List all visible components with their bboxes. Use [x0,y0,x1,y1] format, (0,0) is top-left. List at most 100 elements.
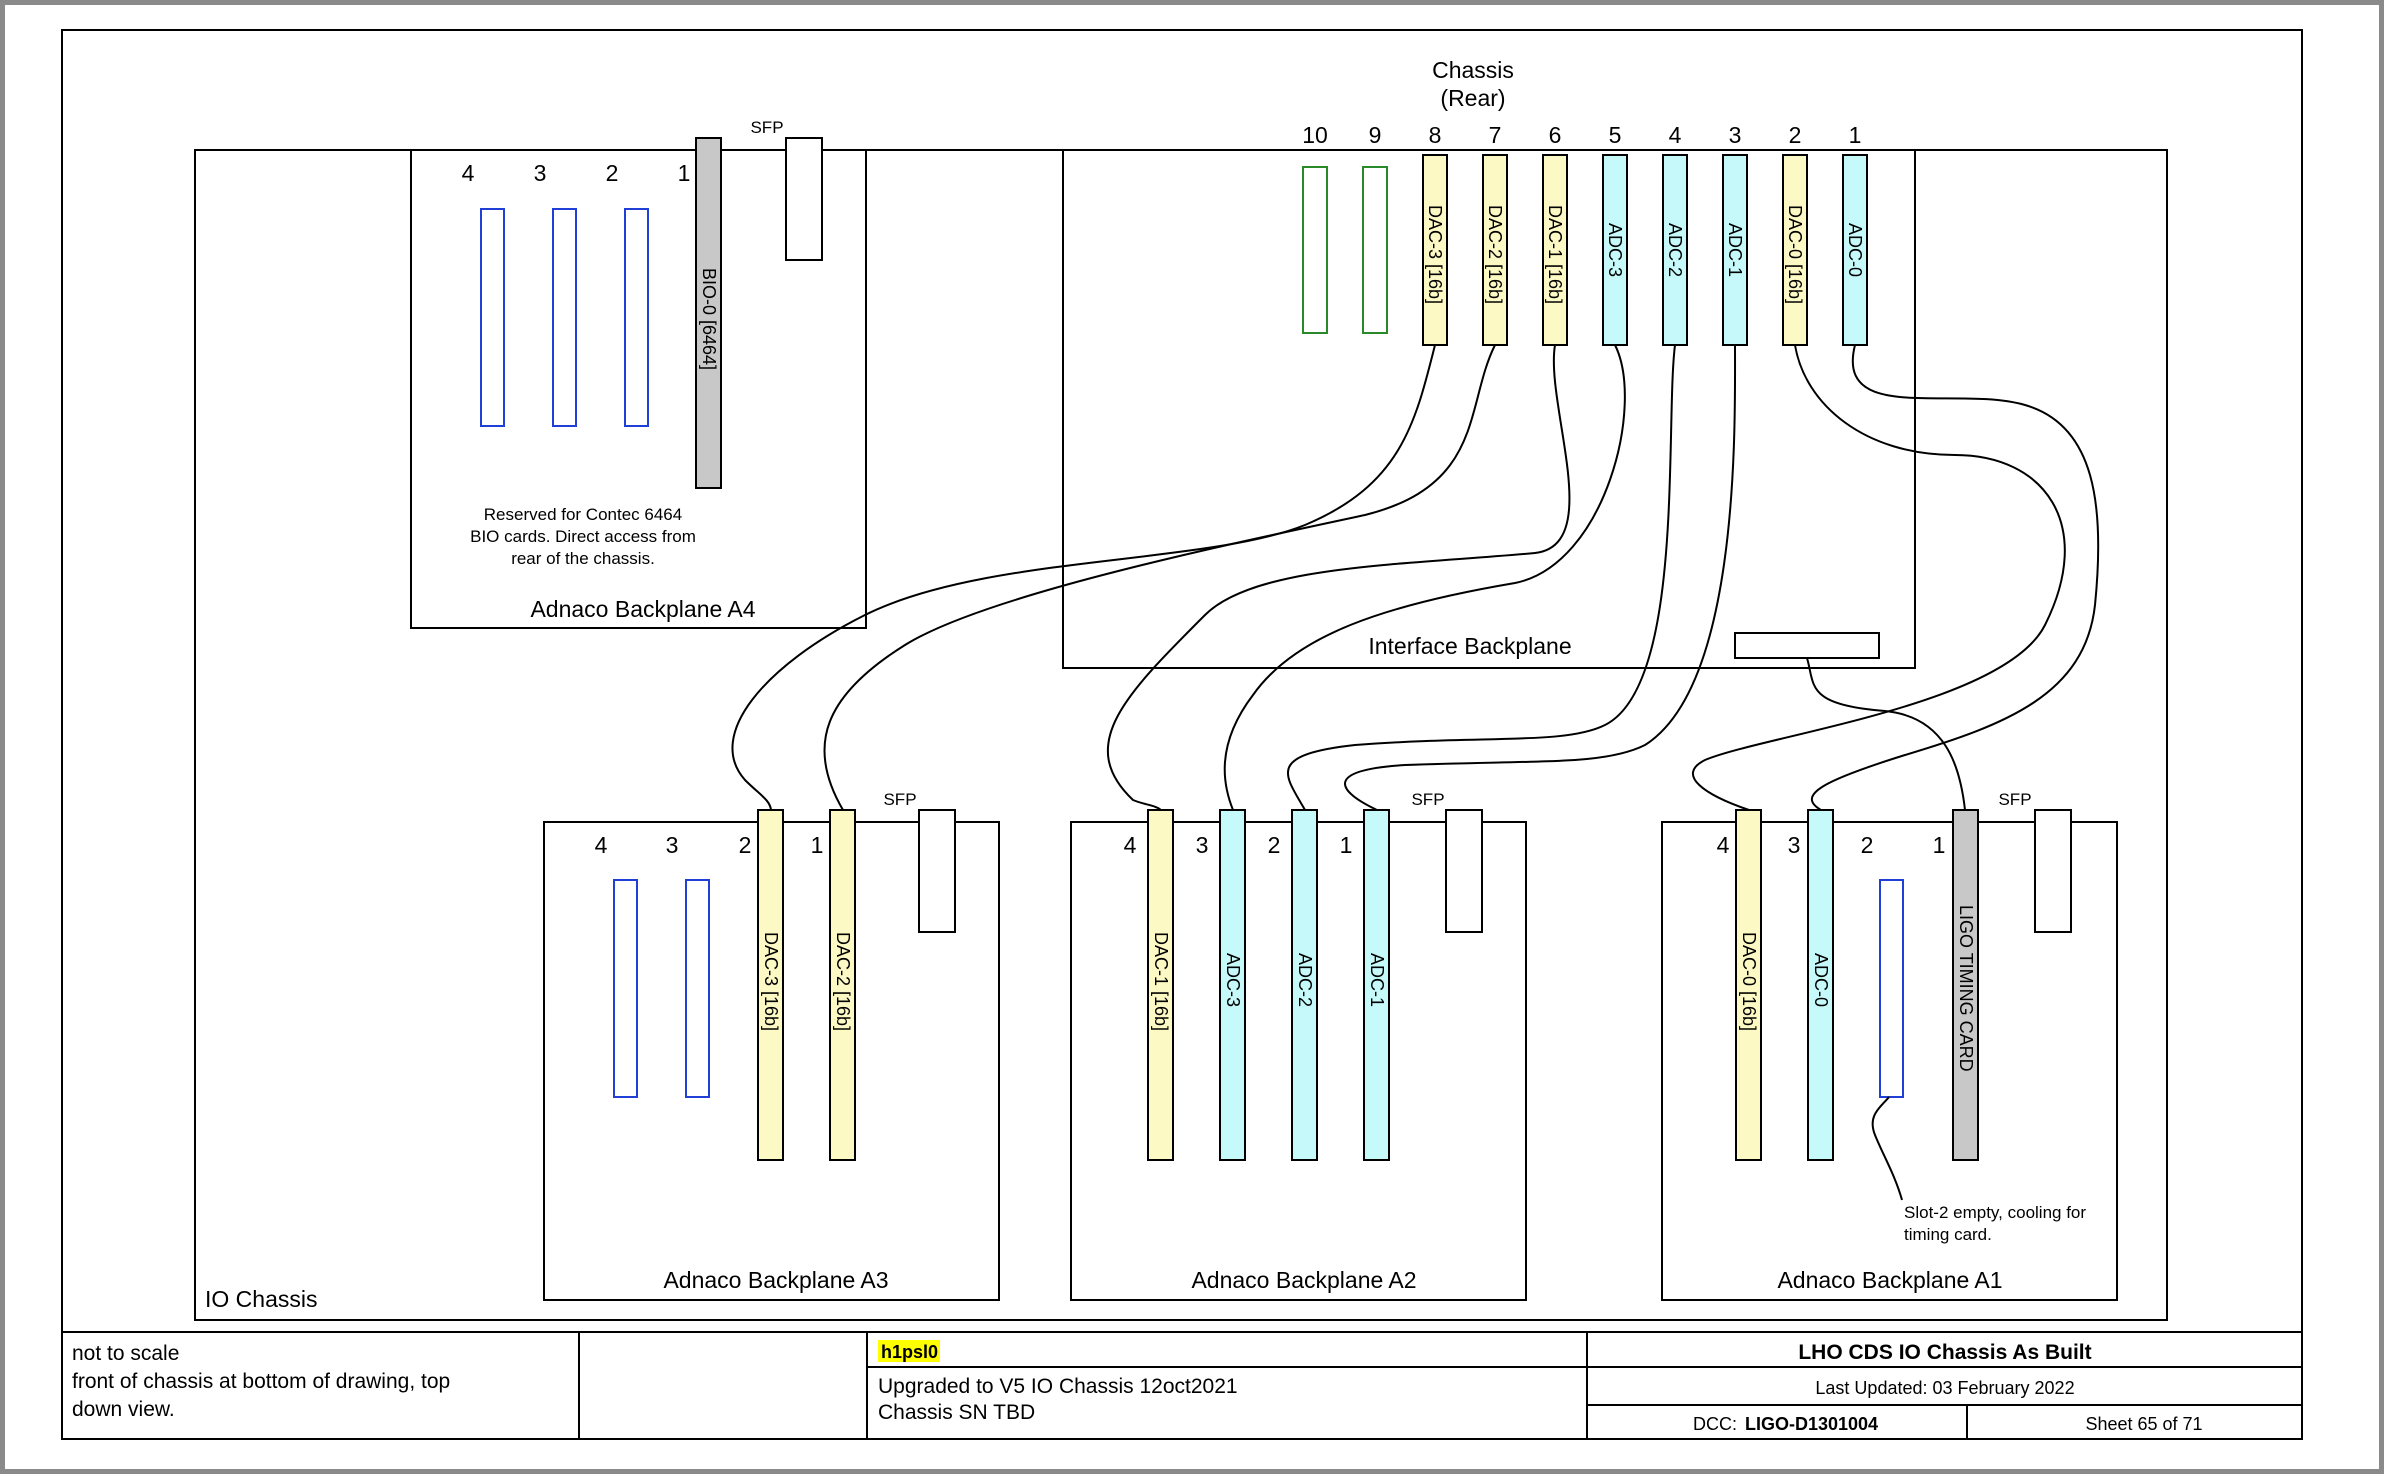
slot-number: 1 [1340,832,1353,858]
slot-number: 4 [1669,122,1682,148]
dac-card [1482,154,1508,346]
slot-number: 3 [534,160,547,186]
slot-number: 5 [1609,122,1622,148]
card-label: ADC-3 [1223,953,1243,1007]
card-label: ADC-2 [1295,953,1315,1007]
slot-number: 2 [606,160,619,186]
a1-note: Slot-2 empty, cooling for [1904,1203,2086,1222]
drawing-title: LHO CDS IO Chassis As Built [1798,1341,2091,1364]
adnaco-backplane-a4: 4 3 2 1 BIO-0 [6464] SFP Reserved for Co… [410,118,867,629]
empty-slot [1362,166,1388,334]
cable-adc1 [1344,344,1737,811]
last-updated: Last Updated: 03 February 2022 [1815,1378,2074,1398]
slot-number: 7 [1489,122,1502,148]
sfp-label: SFP [1411,790,1444,809]
slot-number: 3 [1729,122,1742,148]
sfp-port [1445,809,1483,933]
adnaco-backplane-a2: 4 3 2 1 DAC-1 [16b] ADC-3 ADC-2 ADC-1 SF… [1070,790,1527,1301]
cable-dac3 [731,344,1436,811]
adc-card [1363,809,1390,1161]
scale-note: not to scale [72,1342,179,1365]
a4-note: rear of the chassis. [511,549,655,568]
slot-number: 4 [1124,832,1137,858]
sfp-port [785,137,823,261]
card-label: ADC-0 [1845,223,1865,277]
a1-note: timing card. [1904,1225,1992,1244]
slot-number: 1 [811,832,824,858]
card-label: ADC-3 [1605,223,1625,277]
host-name: h1psl0 [881,1342,938,1362]
dac-card [1542,154,1568,346]
chassis-diagram: Chassis (Rear) IO Chassis 4 3 2 1 BIO-0 … [61,29,2303,1440]
backplane-label: Interface Backplane [1368,633,1571,659]
card-label: DAC-2 [16b] [1485,205,1505,304]
host-highlight [878,1340,940,1362]
slot-number: 1 [678,160,691,186]
serial-note: Chassis SN TBD [878,1401,1035,1424]
slot-number: 4 [595,832,608,858]
dac-card [1422,154,1448,346]
adc-card [1291,809,1318,1161]
dcc-number: LIGO-D1301004 [1745,1414,1878,1434]
slot-number: 2 [1789,122,1802,148]
cable-adc2 [1287,344,1676,811]
title-block: not to scale front of chassis at bottom … [72,1332,2302,1439]
sfp-label: SFP [883,790,916,809]
empty-slot [624,208,649,427]
timing-connector [1734,632,1880,659]
slot-number: 1 [1933,832,1946,858]
bio-card [695,137,722,489]
callout-line [1871,1096,1903,1201]
slot-number: 3 [1196,832,1209,858]
card-label: DAC-1 [16b] [1151,932,1171,1031]
empty-slot [480,208,505,427]
cable-adc3 [1223,344,1626,811]
slot-number: 6 [1549,122,1562,148]
sfp-port [918,809,956,933]
empty-slot [1302,166,1328,334]
sheet-number: Sheet 65 of 71 [2085,1414,2202,1434]
card-label: LIGO TIMING CARD [1956,905,1976,1072]
slot-number: 3 [666,832,679,858]
interface-backplane: 10 9 8 7 6 5 4 3 2 1 DAC-3 [16b] DAC-2 [… [1062,122,1916,669]
empty-slot [613,879,638,1098]
slot-number: 2 [1268,832,1281,858]
slot-number: 3 [1788,832,1801,858]
slot-number: 10 [1302,122,1328,148]
backplane-label: Adnaco Backplane A1 [1777,1267,2002,1293]
cable-dac1 [1106,344,1571,811]
adnaco-backplane-a3: 4 3 2 1 DAC-3 [16b] DAC-2 [16b] SFP Adna… [543,790,1000,1301]
dac-card [1147,809,1174,1161]
adc-card [1602,154,1628,346]
sfp-label: SFP [750,118,783,137]
cable-timing [1806,657,1966,811]
card-label: DAC-3 [16b] [761,932,781,1031]
slot-number: 1 [1849,122,1862,148]
adnaco-backplane-a1: 4 3 2 1 DAC-0 [16b] ADC-0 LIGO TIMING CA… [1661,790,2118,1301]
io-chassis-label: IO Chassis [205,1286,317,1312]
view-note: down view. [72,1398,175,1421]
card-label: DAC-2 [16b] [833,932,853,1031]
chassis-rear-title: Chassis [1432,57,1514,83]
cables [731,344,2100,811]
a4-note: Reserved for Contec 6464 [484,505,682,524]
dcc-label: DCC: [1693,1414,1737,1434]
card-label: DAC-1 [16b] [1545,205,1565,304]
card-label: DAC-3 [16b] [1425,205,1445,304]
card-label: ADC-2 [1665,223,1685,277]
chassis-rear-subtitle: (Rear) [1440,85,1505,111]
card-label: BIO-0 [6464] [699,268,719,370]
slot-number: 2 [1861,832,1874,858]
card-label: ADC-1 [1367,953,1387,1007]
drawing-sheet: Chassis (Rear) IO Chassis 4 3 2 1 BIO-0 … [5,5,2379,1469]
slot-number: 9 [1369,122,1382,148]
view-note: front of chassis at bottom of drawing, t… [72,1370,450,1393]
adc-card [1662,154,1688,346]
empty-slot [1879,879,1904,1098]
timing-card [1952,809,1979,1161]
backplane-label: Adnaco Backplane A4 [530,596,755,622]
sfp-port [2034,809,2072,933]
cable-dac0 [1691,344,2066,811]
cable-adc0 [1810,344,2100,811]
slot-number: 8 [1429,122,1442,148]
